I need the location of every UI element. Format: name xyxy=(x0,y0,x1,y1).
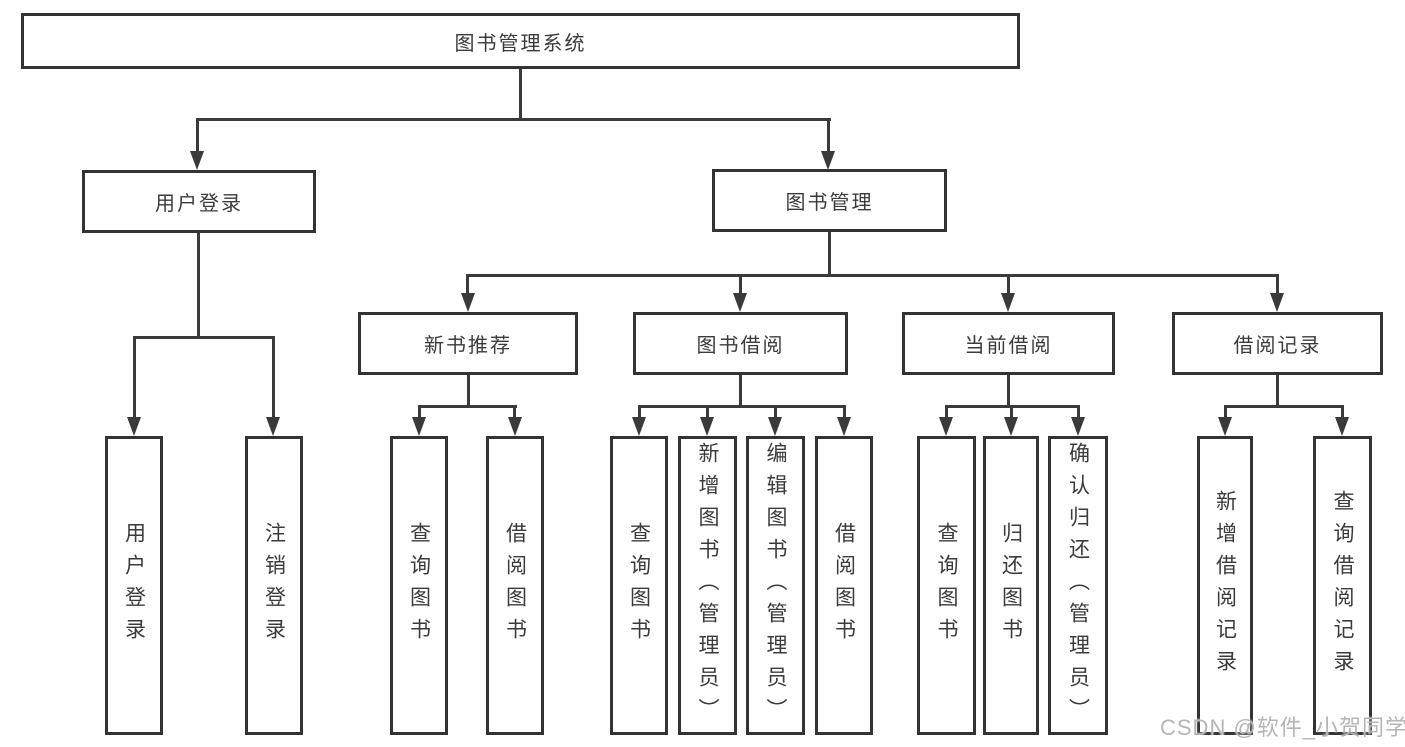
arrow-down-icon xyxy=(266,417,280,436)
connector-line xyxy=(1007,375,1010,407)
connector-line xyxy=(774,405,777,420)
connector-line xyxy=(272,336,275,418)
node-label: 归还图书 xyxy=(999,521,1023,650)
connector-line xyxy=(513,405,516,420)
connector-line xyxy=(1010,405,1013,420)
leaf-return-books: 归还图书 xyxy=(983,436,1039,735)
arrow-down-icon xyxy=(1218,417,1232,436)
node-label: 借阅记录 xyxy=(1233,335,1322,357)
connector-line xyxy=(1276,375,1279,407)
node-label: 编辑图书（管理员） xyxy=(764,441,787,730)
connector-line xyxy=(196,118,831,121)
leaf-borrow-books: 借阅图书 xyxy=(815,436,873,735)
node-book-management: 图书管理 xyxy=(712,169,947,232)
connector-line xyxy=(466,274,469,296)
connector-line xyxy=(196,118,199,153)
arrow-down-icon xyxy=(1071,417,1085,436)
connector-line xyxy=(1224,405,1227,420)
connector-line xyxy=(519,69,522,120)
connector-line xyxy=(467,375,470,407)
arrow-down-icon xyxy=(1335,417,1349,436)
node-label: 新书推荐 xyxy=(424,335,512,357)
leaf-confirm-return-admin: 确认归还（管理员） xyxy=(1048,436,1108,735)
connector-line xyxy=(418,405,517,408)
leaf-edit-books-admin: 编辑图书（管理员） xyxy=(746,436,805,735)
node-borrowing-records: 借阅记录 xyxy=(1172,312,1383,375)
arrow-down-icon xyxy=(821,151,835,170)
node-book-borrowing: 图书借阅 xyxy=(633,312,848,375)
connector-line xyxy=(133,336,136,418)
node-user-login: 用户登录 xyxy=(82,170,316,233)
arrow-down-icon xyxy=(1004,417,1018,436)
arrow-down-icon xyxy=(190,151,204,170)
connector-line xyxy=(828,232,831,276)
connector-line xyxy=(466,274,1279,277)
connector-line xyxy=(1077,405,1080,420)
node-label: 借阅图书 xyxy=(832,521,856,650)
arrow-down-icon xyxy=(461,293,475,312)
arrow-down-icon xyxy=(700,417,714,436)
node-label: 借阅图书 xyxy=(503,521,527,650)
connector-line xyxy=(418,405,421,420)
arrow-down-icon xyxy=(508,417,522,436)
leaf-user-login: 用户登录 xyxy=(105,436,163,735)
connector-line xyxy=(1007,274,1010,296)
node-label: 图书管理系统 xyxy=(454,32,587,55)
node-label: 确认归还（管理员） xyxy=(1066,441,1090,730)
connector-line xyxy=(638,405,641,420)
csdn-watermark: CSDN @软件_小贺同学 xyxy=(1160,715,1405,740)
leaf-query-books-current: 查询图书 xyxy=(917,436,976,735)
node-label: 新增图书（管理员） xyxy=(696,441,719,730)
connector-line xyxy=(827,118,830,153)
leaf-query-borrow-record: 查询借阅记录 xyxy=(1313,436,1372,735)
arrow-down-icon xyxy=(939,417,953,436)
connector-line xyxy=(197,233,200,338)
node-label: 查询图书 xyxy=(935,521,958,650)
node-label: 新增借阅记录 xyxy=(1213,489,1237,682)
node-label: 查询借阅记录 xyxy=(1331,489,1354,682)
node-label: 图书管理 xyxy=(785,192,874,214)
connector-line xyxy=(638,405,846,408)
arrow-down-icon xyxy=(1001,293,1015,312)
node-root-library-system: 图书管理系统 xyxy=(21,13,1020,69)
connector-line xyxy=(706,405,709,420)
leaf-add-borrow-record: 新增借阅记录 xyxy=(1197,436,1253,735)
node-current-borrowing: 当前借阅 xyxy=(902,312,1115,375)
arrow-down-icon xyxy=(632,417,646,436)
leaf-logout: 注销登录 xyxy=(245,436,303,735)
leaf-query-books-recommend: 查询图书 xyxy=(390,436,448,735)
node-label: 图书借阅 xyxy=(696,335,785,357)
arrow-down-icon xyxy=(412,417,426,436)
arrow-down-icon xyxy=(768,417,782,436)
connector-line xyxy=(739,375,742,407)
node-label: 注销登录 xyxy=(262,521,286,650)
arrow-down-icon xyxy=(1270,293,1284,312)
node-label: 查询图书 xyxy=(627,521,651,650)
node-label: 当前借阅 xyxy=(964,335,1053,357)
connector-line xyxy=(1224,405,1344,408)
node-label: 用户登录 xyxy=(155,193,243,215)
connector-line xyxy=(1276,274,1279,296)
connector-line xyxy=(739,274,742,296)
arrow-down-icon xyxy=(127,417,141,436)
leaf-query-books-borrow: 查询图书 xyxy=(610,436,668,735)
connector-line xyxy=(843,405,846,420)
connector-line xyxy=(1341,405,1344,420)
connector-line xyxy=(945,405,948,420)
node-new-book-recommendation: 新书推荐 xyxy=(358,312,578,375)
arrow-down-icon xyxy=(837,417,851,436)
leaf-borrow-books-recommend: 借阅图书 xyxy=(486,436,544,735)
arrow-down-icon xyxy=(733,293,747,312)
leaf-add-books-admin: 新增图书（管理员） xyxy=(678,436,737,735)
node-label: 用户登录 xyxy=(122,521,146,650)
connector-line xyxy=(133,336,275,339)
node-label: 查询图书 xyxy=(407,521,431,650)
